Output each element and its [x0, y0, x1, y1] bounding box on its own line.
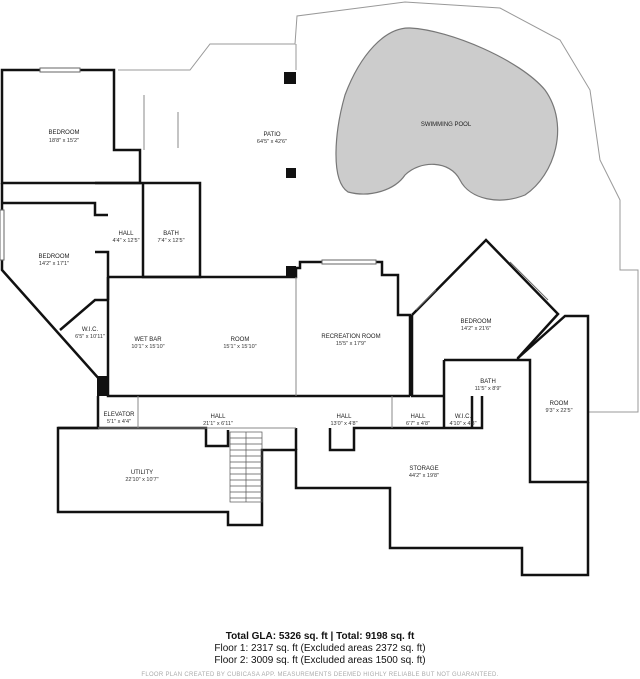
label-bath-2: BATH	[480, 379, 496, 385]
walls	[0, 68, 590, 577]
dims-room-1: 15'1" x 15'10"	[223, 344, 256, 350]
room-labels: BEDROOM 18'8" x 15'2" PATIO 64'5" x 42'6…	[38, 122, 572, 483]
dims-utility: 22'10" x 10'7"	[125, 477, 158, 483]
dims-room-2: 9'3" x 22'5"	[545, 408, 572, 414]
dims-hall-4: 6'7" x 4'8"	[406, 421, 430, 427]
wall-wic-2	[442, 396, 474, 428]
window-bedroom-e-2	[509, 261, 549, 301]
label-bath-1: BATH	[163, 231, 179, 237]
columns	[97, 72, 296, 396]
wall-bedroom-e-left	[410, 315, 444, 398]
label-recreation: RECREATION ROOM	[321, 334, 380, 340]
wall-utility-top	[58, 426, 230, 448]
dims-storage: 44'2" x 19'8"	[409, 473, 439, 479]
label-room-1: ROOM	[231, 337, 250, 343]
summary-floor-1: Floor 1: 2317 sq. ft (Excluded areas 237…	[214, 643, 426, 654]
label-bedroom-nw: BEDROOM	[48, 130, 79, 136]
label-wic-1: W.I.C.	[82, 327, 99, 333]
dims-bedroom-e: 14'2" x 21'6"	[461, 326, 491, 332]
label-wet-bar: WET BAR	[134, 337, 162, 343]
label-storage: STORAGE	[409, 466, 438, 472]
wall-bedroom-e	[411, 238, 560, 360]
label-bedroom-e: BEDROOM	[460, 319, 491, 325]
label-patio: PATIO	[263, 132, 280, 138]
summary-total: Total GLA: 5326 sq. ft | Total: 9198 sq.…	[225, 631, 415, 642]
column-3	[286, 266, 296, 276]
dims-bath-1: 7'4" x 12'5"	[157, 238, 184, 244]
windows	[0, 67, 549, 311]
dims-hall-2: 21'1" x 6'11"	[203, 421, 233, 427]
label-hall-1: HALL	[118, 231, 134, 237]
wall-lower	[56, 396, 590, 577]
column-4	[97, 376, 107, 396]
dims-recreation: 15'5" x 17'9"	[336, 341, 366, 347]
label-hall-2: HALL	[210, 414, 226, 420]
wall-hall-south	[294, 396, 484, 452]
dims-bedroom-nw: 18'8" x 15'2"	[49, 138, 79, 144]
dims-patio: 64'5" x 42'6"	[257, 139, 287, 145]
wall-bath-2	[442, 358, 532, 428]
dims-hall-1: 4'4" x 12'5"	[112, 238, 139, 244]
label-pool: SWIMMING POOL	[421, 122, 472, 128]
wall-west-room	[2, 201, 108, 217]
wall-west	[0, 183, 108, 382]
patio-outline	[118, 1, 639, 413]
dims-wic-2: 4'10" x 4'8"	[449, 421, 476, 427]
dims-wic-1: 6'5" x 10'11"	[75, 334, 105, 340]
label-wic-2: W.I.C.	[455, 414, 472, 420]
window-bedroom-w	[0, 209, 5, 261]
label-room-2: ROOM	[550, 401, 569, 407]
label-hall-4: HALL	[410, 414, 426, 420]
disclaimer: FLOOR PLAN CREATED BY CUBICASA APP. MEAS…	[141, 672, 499, 678]
label-bedroom-w: BEDROOM	[38, 254, 69, 260]
wall-recreation	[296, 260, 412, 396]
wall-bedroom-nw	[0, 68, 142, 185]
dims-elevator: 5'1" x 4'4"	[107, 419, 131, 425]
column-2	[286, 168, 296, 178]
wall-hall-bath	[95, 181, 202, 279]
summary-floor-2: Floor 2: 3009 sq. ft (Excluded areas 150…	[214, 655, 426, 666]
dims-hall-3: 13'0" x 4'8"	[330, 421, 357, 427]
label-utility: UTILITY	[131, 470, 153, 476]
label-hall-3: HALL	[336, 414, 352, 420]
label-elevator: ELEVATOR	[103, 412, 135, 418]
dims-wet-bar: 10'1" x 15'10"	[131, 344, 164, 350]
stairs-treads	[230, 432, 262, 502]
wall-main	[106, 268, 410, 398]
window-recreation	[321, 259, 377, 265]
column-1	[284, 72, 296, 84]
wall-room-2	[517, 314, 590, 484]
dims-bath-2: 11'5" x 8'9"	[475, 386, 502, 392]
swimming-pool	[335, 27, 559, 201]
dims-bedroom-w: 14'2" x 17'1"	[39, 261, 69, 267]
window-bedroom-e-1	[415, 289, 437, 311]
staircase	[229, 431, 263, 503]
window-bedroom-nw	[39, 67, 81, 73]
thin-walls	[98, 95, 393, 429]
